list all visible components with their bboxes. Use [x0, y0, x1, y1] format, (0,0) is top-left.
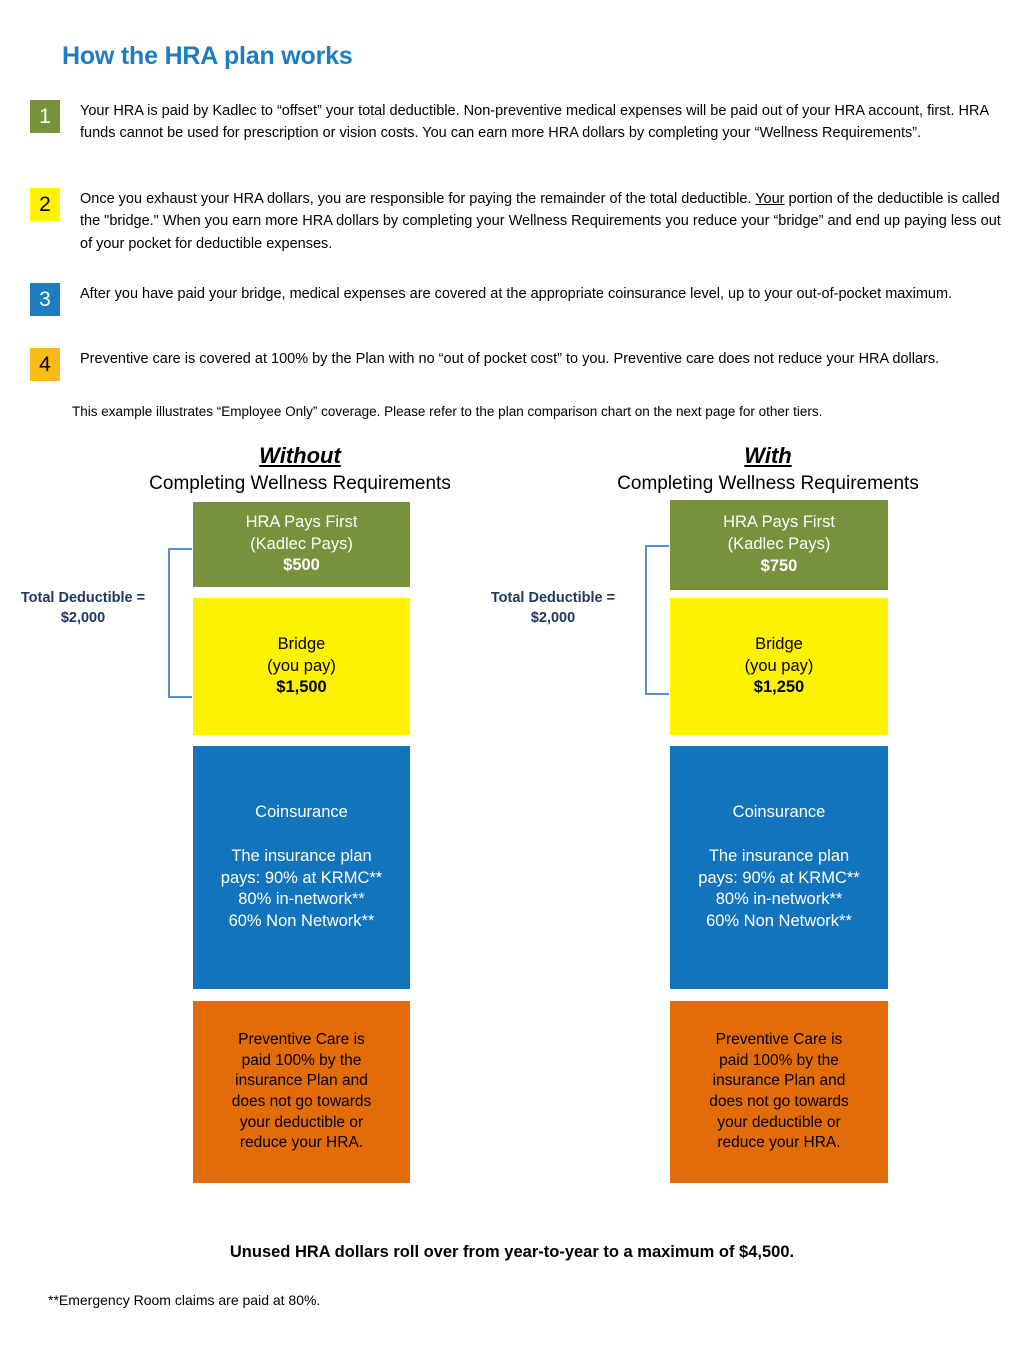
segment-preventive-with-line5: your deductible or: [717, 1113, 841, 1131]
segment-coinsurance-without-heading: Coinsurance: [255, 802, 348, 821]
segment-preventive-with-line2: paid 100% by the: [719, 1051, 839, 1069]
segment-coinsurance-with-line4: 60% Non Network**: [706, 912, 852, 931]
step-2-text-underlined: Your: [755, 191, 785, 207]
step-2-text: Once you exhaust your HRA dollars, you a…: [80, 188, 1015, 255]
segment-preventive-with-line4: does not go towards: [709, 1093, 849, 1110]
deductible-label-without: Total Deductible = $2,000: [0, 588, 166, 629]
emergency-room-note: **Emergency Room claims are paid at 80%.: [48, 1292, 321, 1308]
segment-preventive-with-line1: Preventive Care is: [715, 1031, 843, 1049]
segment-coinsurance-with-heading: Coinsurance: [732, 802, 826, 821]
segment-hra-without-amount: $500: [283, 556, 320, 575]
segment-preventive-without-line5: your deductible or: [239, 1113, 364, 1131]
segment-bridge-with: Bridge (you pay) $1,250: [670, 598, 888, 735]
step-1-text: Your HRA is paid by Kadlec to “offset” y…: [80, 103, 989, 142]
segment-bridge-with-line1: Bridge: [755, 634, 803, 653]
deductible-label-with: Total Deductible = $2,000: [468, 588, 638, 629]
deductible-label-without-line1: Total Deductible =: [20, 590, 146, 606]
example-note: This example illustrates “Employee Only”…: [72, 404, 823, 419]
segment-preventive-without-line3: insurance Plan and: [235, 1072, 368, 1090]
segment-bridge-without-line2: (you pay): [267, 656, 336, 675]
segment-preventive-with: Preventive Care is paid 100% by the insu…: [670, 1001, 888, 1183]
segment-hra-without: HRA Pays First (Kadlec Pays) $500: [193, 502, 410, 587]
segment-hra-with-line1: HRA Pays First: [723, 513, 835, 532]
step-3-text: After you have paid your bridge, medical…: [80, 286, 953, 302]
step-4-text: Preventive care is covered at 100% by th…: [80, 351, 940, 367]
rollover-note: Unused HRA dollars roll over from year-t…: [229, 1243, 795, 1261]
column-heading-without: Without Completing Wellness Requirements: [90, 442, 510, 496]
step-1-badge: 1: [30, 100, 60, 133]
segment-preventive-without: Preventive Care is paid 100% by the insu…: [193, 1001, 410, 1183]
segment-coinsurance-without-line2: pays: 90% at KRMC**: [220, 868, 383, 887]
segment-coinsurance-with-line1: The insurance plan: [708, 846, 850, 865]
segment-preventive-without-line4: does not go towards: [231, 1093, 372, 1110]
step-2-badge: 2: [30, 188, 60, 221]
segment-hra-without-line1: HRA Pays First: [245, 512, 358, 531]
step-2-text-before: Once you exhaust your HRA dollars, you a…: [80, 191, 756, 207]
segment-bridge-with-line2: (you pay): [744, 656, 814, 675]
segment-hra-without-line2: (Kadlec Pays): [250, 534, 353, 553]
step-2-text-after: portion of the deductible is called the …: [80, 191, 1001, 252]
page-title: How the HRA plan works: [62, 42, 353, 70]
segment-coinsurance-with-line2: pays: 90% at KRMC**: [698, 868, 860, 887]
segment-hra-with: HRA Pays First (Kadlec Pays) $750: [670, 500, 888, 590]
deductible-label-without-line2: $2,000: [60, 610, 106, 627]
segment-coinsurance-with: Coinsurance The insurance plan pays: 90%…: [670, 746, 888, 989]
segment-coinsurance-without-line4: 60% Non Network**: [228, 912, 375, 931]
column-heading-with-word: With: [744, 443, 792, 468]
segment-preventive-without-line1: Preventive Care is: [238, 1031, 365, 1049]
segment-coinsurance-without-line3: 80% in-network**: [238, 890, 365, 909]
segment-bridge-without-amount: $1,500: [276, 678, 327, 697]
segment-bridge-without-line1: Bridge: [277, 634, 326, 653]
segment-bridge-with-amount: $1,250: [753, 678, 805, 697]
segment-bridge-without: Bridge (you pay) $1,500: [193, 598, 410, 735]
column-heading-with-sub: Completing Wellness Requirements: [617, 472, 919, 494]
column-heading-with: With Completing Wellness Requirements: [558, 442, 978, 496]
segment-preventive-without-line6: reduce your HRA.: [239, 1134, 364, 1152]
deductible-bracket-without: [168, 548, 192, 698]
segment-hra-with-line2: (Kadlec Pays): [727, 535, 831, 554]
segment-preventive-without-line2: paid 100% by the: [241, 1051, 362, 1069]
segment-coinsurance-without: Coinsurance The insurance plan pays: 90%…: [193, 746, 410, 989]
column-heading-without-word: Without: [259, 443, 341, 468]
deductible-label-with-line1: Total Deductible =: [490, 590, 616, 606]
column-heading-without-sub: Completing Wellness Requirements: [149, 472, 451, 494]
deductible-bracket-with: [645, 545, 669, 695]
segment-coinsurance-with-line3: 80% in-network**: [715, 890, 843, 909]
step-3-badge: 3: [30, 283, 60, 316]
segment-hra-with-amount: $750: [760, 556, 798, 575]
segment-coinsurance-without-line1: The insurance plan: [231, 846, 372, 865]
step-4-badge: 4: [30, 348, 60, 381]
segment-preventive-with-line6: reduce your HRA.: [717, 1134, 841, 1152]
segment-preventive-with-line3: insurance Plan and: [712, 1072, 846, 1090]
deductible-label-with-line2: $2,000: [530, 610, 576, 627]
